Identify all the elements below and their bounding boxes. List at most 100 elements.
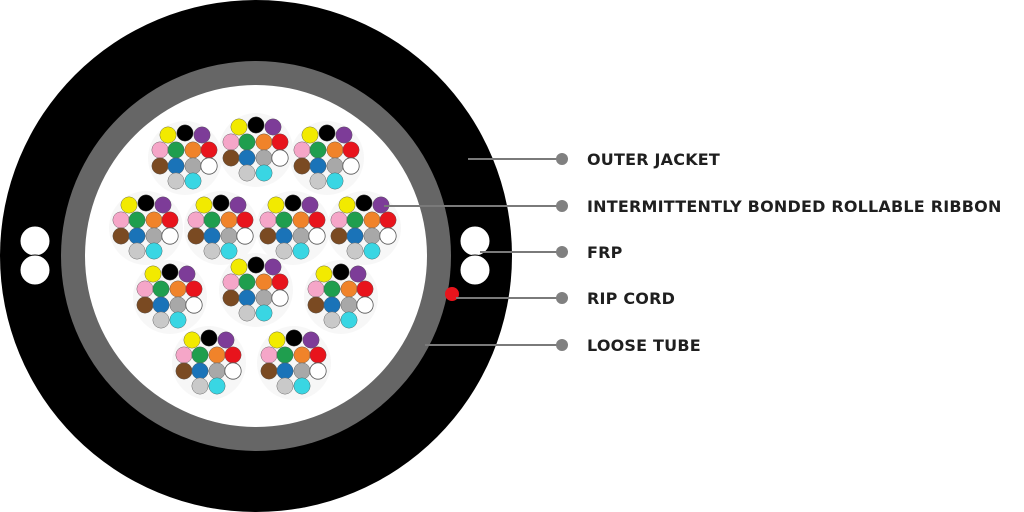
frp-rod: [19, 225, 51, 257]
fiber-white: [308, 227, 326, 245]
fiber-green: [191, 346, 209, 364]
fiber-red: [236, 211, 254, 229]
fiber-blue: [191, 362, 209, 380]
fiber-black: [247, 116, 265, 134]
fiber-blue: [238, 289, 256, 307]
ribbon-bundle: [304, 260, 378, 334]
fiber-white: [271, 289, 289, 307]
fiber-blue: [276, 362, 294, 380]
fiber-slate: [293, 362, 311, 380]
label-loose-tube: LOOSE TUBE: [587, 336, 701, 355]
fiber-blue: [167, 157, 185, 175]
fiber-gray: [323, 311, 341, 329]
fiber-brown: [222, 149, 240, 167]
label-frp: FRP: [587, 243, 623, 262]
fiber-white: [342, 157, 360, 175]
fiber-slate: [220, 227, 238, 245]
fiber-blue: [346, 227, 364, 245]
fiber-gray: [238, 164, 256, 182]
fiber-brown: [293, 157, 311, 175]
fiber-white: [200, 157, 218, 175]
fiber-black: [212, 194, 230, 212]
fiber-brown: [222, 289, 240, 307]
fiber-orange: [184, 141, 202, 159]
fiber-gray: [203, 242, 221, 260]
fiber-brown: [112, 227, 130, 245]
fiber-slate: [340, 296, 358, 314]
fiber-aqua: [220, 242, 238, 260]
fiber-orange: [326, 141, 344, 159]
fiber-yellow: [268, 331, 286, 349]
fiber-brown: [307, 296, 325, 314]
fiber-orange: [292, 211, 310, 229]
fiber-orange: [363, 211, 381, 229]
label-ribbon: INTERMITTENTLY BONDED ROLLABLE RIBBON: [587, 197, 1002, 216]
fiber-green: [203, 211, 221, 229]
fiber-red: [356, 280, 374, 298]
fiber-gray: [346, 242, 364, 260]
fiber-pink: [307, 280, 325, 298]
fiber-pink: [222, 273, 240, 291]
frp-rod: [459, 254, 491, 286]
fiber-white: [224, 362, 242, 380]
fiber-yellow: [183, 331, 201, 349]
ribbon-bundles: [109, 113, 401, 400]
fiber-slate: [255, 149, 273, 167]
fiber-blue: [309, 157, 327, 175]
fiber-yellow: [120, 196, 138, 214]
fiber-slate: [292, 227, 310, 245]
fiber-aqua: [363, 242, 381, 260]
fiber-brown: [187, 227, 205, 245]
rip-cord: [445, 287, 459, 301]
ribbon-bundle: [219, 253, 293, 327]
fiber-gray: [191, 377, 209, 395]
ribbon-bundle: [290, 121, 364, 195]
fiber-green: [275, 211, 293, 229]
fiber-orange: [255, 133, 273, 151]
ribbon-bundle: [184, 191, 258, 265]
fiber-aqua: [255, 164, 273, 182]
fiber-orange: [220, 211, 238, 229]
label-rip-cord: RIP CORD: [587, 289, 675, 308]
fiber-brown: [330, 227, 348, 245]
fiber-aqua: [145, 242, 163, 260]
fiber-green: [152, 280, 170, 298]
fiber-green: [346, 211, 364, 229]
fiber-green: [238, 133, 256, 151]
fiber-pink: [330, 211, 348, 229]
fiber-red: [200, 141, 218, 159]
fiber-orange: [208, 346, 226, 364]
fiber-slate: [145, 227, 163, 245]
fiber-black: [284, 194, 302, 212]
fiber-yellow: [267, 196, 285, 214]
frp-rod: [19, 254, 51, 286]
fiber-black: [176, 124, 194, 142]
fiber-green: [167, 141, 185, 159]
leader-dot-frp: [556, 246, 568, 258]
fiber-black: [200, 329, 218, 347]
fiber-pink: [259, 211, 277, 229]
fiber-purple: [264, 258, 282, 276]
fiber-purple: [301, 196, 319, 214]
fiber-red: [224, 346, 242, 364]
fiber-black: [332, 263, 350, 281]
fiber-red: [342, 141, 360, 159]
leader-dot-outer-jacket: [556, 153, 568, 165]
fiber-red: [379, 211, 397, 229]
fiber-yellow: [338, 196, 356, 214]
fiber-gray: [152, 311, 170, 329]
fiber-slate: [169, 296, 187, 314]
fiber-green: [323, 280, 341, 298]
fiber-brown: [260, 362, 278, 380]
fiber-gray: [275, 242, 293, 260]
fiber-pink: [222, 133, 240, 151]
fiber-pink: [293, 141, 311, 159]
fiber-white: [271, 149, 289, 167]
fiber-gray: [128, 242, 146, 260]
fiber-white: [356, 296, 374, 314]
fiber-yellow: [315, 265, 333, 283]
fiber-aqua: [340, 311, 358, 329]
fiber-gray: [167, 172, 185, 190]
fiber-slate: [363, 227, 381, 245]
fiber-black: [355, 194, 373, 212]
